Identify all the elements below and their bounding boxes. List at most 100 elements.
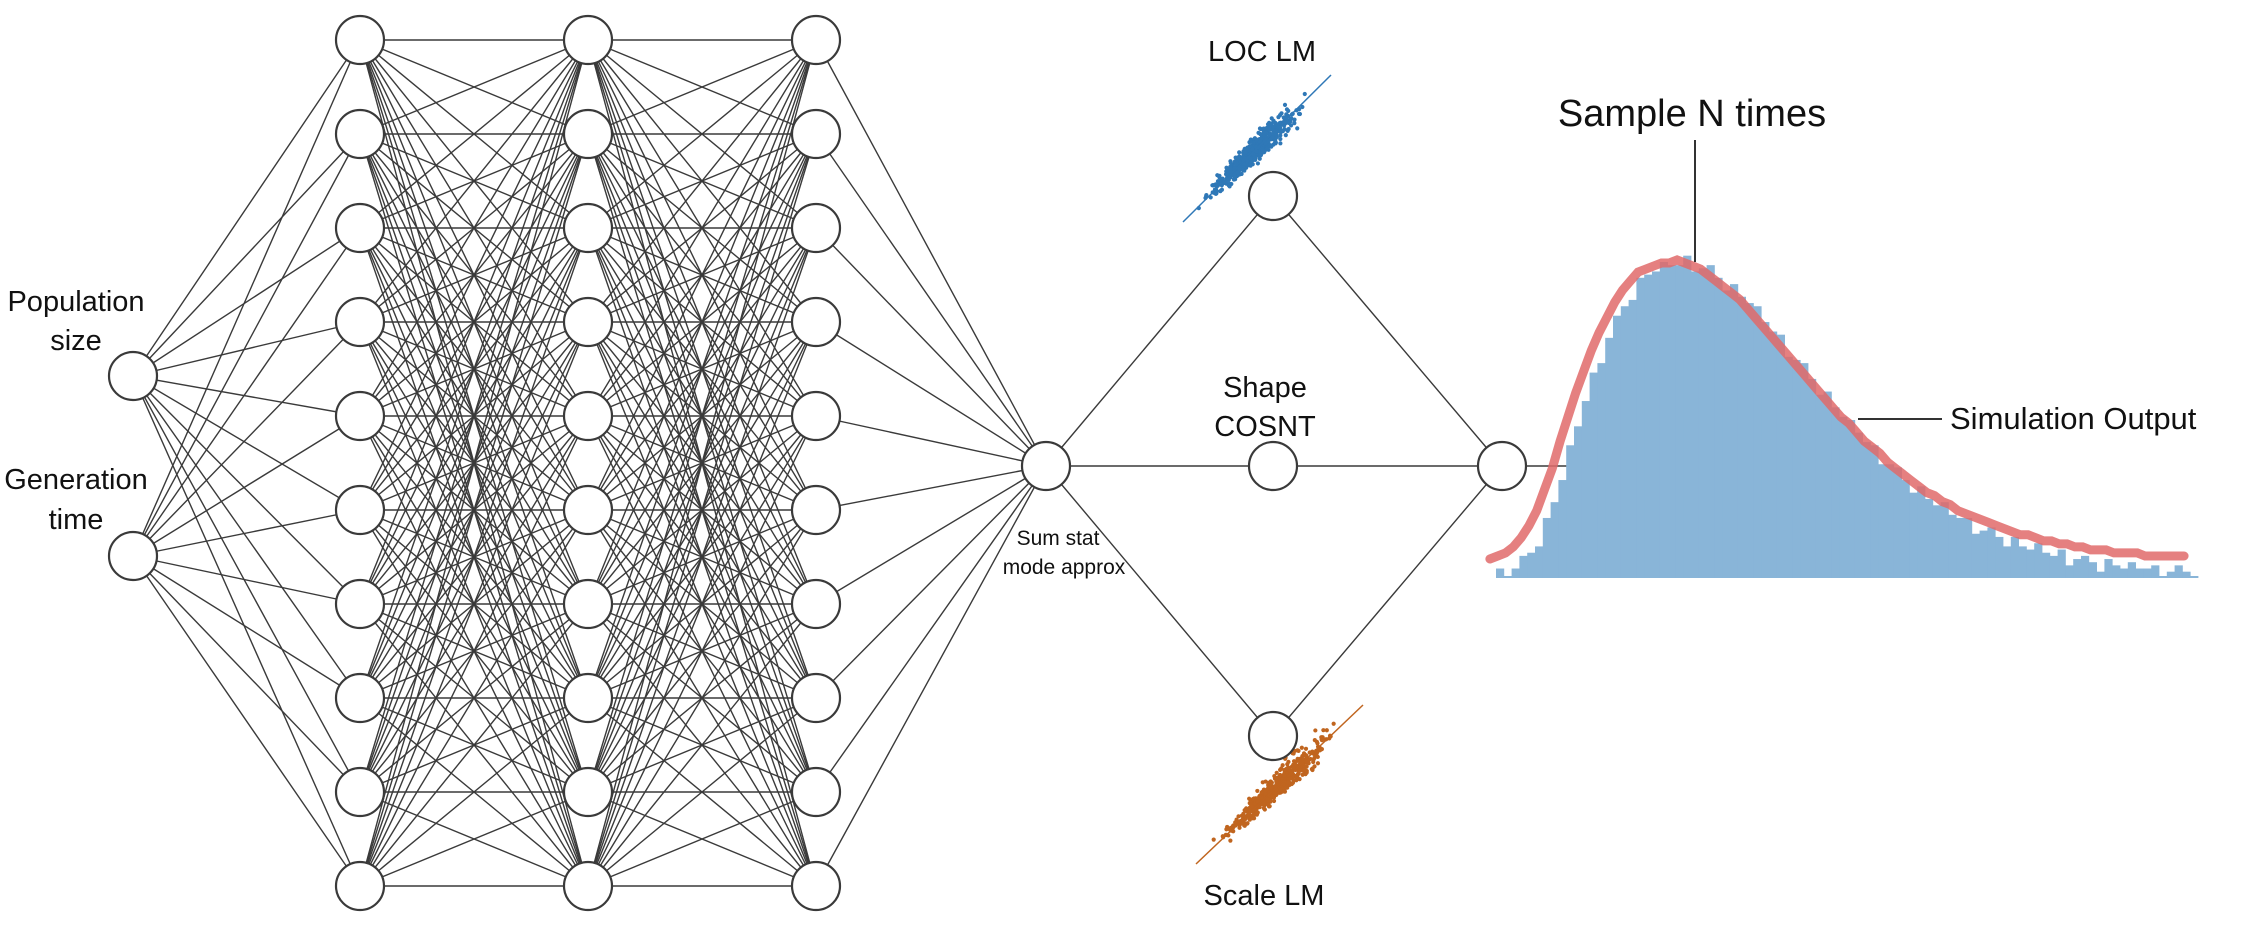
hidden-node-l3-6	[790, 484, 842, 536]
scatter-point	[1236, 156, 1241, 161]
scatter-point	[1255, 161, 1261, 166]
histogram-bar	[1823, 391, 1832, 578]
network-edge	[132, 39, 361, 557]
network-edge	[132, 415, 361, 557]
scatter-point	[1228, 838, 1233, 843]
scatter-point	[1237, 825, 1242, 830]
network-edge	[815, 465, 1047, 793]
scatter-point	[1242, 808, 1247, 813]
scale-lm-node	[1247, 710, 1299, 762]
histogram-bar	[1652, 271, 1661, 578]
histogram-bar	[1878, 464, 1887, 578]
scatter-point	[1226, 177, 1231, 183]
scatter-point	[1237, 167, 1242, 172]
scatter-point	[1215, 173, 1220, 178]
network-edge	[359, 39, 589, 417]
network-edge	[587, 39, 817, 229]
scatter-point	[1233, 820, 1238, 825]
hidden-node-l3-2	[790, 108, 842, 160]
histogram-bar	[1620, 306, 1629, 578]
population-label-line2: size	[50, 325, 102, 357]
scatter-point	[1257, 793, 1262, 799]
histogram-bar	[1737, 296, 1746, 578]
histogram-bar	[1589, 372, 1598, 578]
histogram-bar	[1893, 467, 1902, 578]
scatter-point	[1247, 144, 1253, 149]
histogram-bar	[1956, 517, 1965, 578]
scatter-point	[1296, 111, 1302, 116]
scatter-point	[1228, 161, 1233, 166]
hidden-node-l1-3	[334, 202, 386, 254]
histogram-bar	[1730, 284, 1739, 578]
network-edge	[132, 227, 361, 557]
hidden-node-l3-5	[790, 390, 842, 442]
loc-lm-node	[1247, 170, 1299, 222]
scatter-point	[1268, 782, 1274, 787]
network-edge	[587, 39, 817, 793]
scatter-point	[1268, 122, 1274, 127]
histogram-bar	[2182, 571, 2191, 578]
scatter-point	[1235, 170, 1240, 175]
histogram-bar	[2042, 552, 2051, 578]
histogram-bar	[1667, 265, 1676, 578]
hidden-node-l2-3	[562, 202, 614, 254]
scatter-point	[1261, 805, 1266, 811]
output-node	[1476, 440, 1528, 492]
network-edge	[359, 321, 589, 887]
scatter-point	[1321, 728, 1326, 733]
scatter-point	[1286, 108, 1291, 113]
scatter-point	[1265, 786, 1270, 792]
histogram-bar	[2088, 562, 2097, 578]
scatter-point	[1272, 774, 1277, 779]
scatter-point	[1257, 156, 1262, 161]
network-edge	[132, 227, 361, 377]
histogram-bar	[1698, 268, 1707, 578]
histogram-bar	[2057, 549, 2066, 578]
hidden-node-l1-8	[334, 672, 386, 724]
scatter-point	[1232, 173, 1237, 178]
network-edge	[359, 227, 589, 887]
network-edge	[359, 509, 589, 887]
scatter-point	[1279, 766, 1284, 771]
network-edge	[587, 39, 817, 323]
scale-label: Scale LM	[1204, 880, 1325, 912]
scatter-point	[1273, 137, 1278, 142]
scatter-point	[1278, 133, 1283, 138]
network-edge	[132, 133, 361, 557]
scatter-point	[1300, 104, 1305, 110]
scatter-point	[1270, 794, 1275, 799]
scatter-point	[1283, 133, 1288, 138]
network-edge	[815, 465, 1047, 887]
histogram-bar	[2159, 576, 2168, 578]
generation-label-line2: time	[49, 504, 104, 536]
scatter-point	[1260, 147, 1266, 153]
histogram-bar	[2049, 555, 2058, 578]
network-edge	[359, 39, 589, 699]
histogram-bar	[1847, 420, 1856, 578]
network-edge	[587, 39, 817, 887]
scatter-point	[1248, 139, 1253, 144]
scatter-point	[1282, 123, 1287, 128]
scatter-point	[1317, 748, 1323, 753]
regression-line	[1195, 704, 1364, 865]
histogram-bar	[2190, 576, 2199, 578]
scatter-point	[1218, 177, 1223, 182]
network-nodes	[107, 14, 1528, 912]
scatter-point	[1266, 802, 1271, 807]
network-edge	[132, 509, 361, 557]
scatter-point	[1278, 136, 1283, 142]
scatter-point	[1250, 147, 1255, 152]
network-edge	[132, 375, 361, 605]
network-edge	[132, 375, 361, 887]
histogram-bar	[1535, 546, 1544, 578]
histogram-bar	[1761, 322, 1770, 578]
scatter-point	[1278, 772, 1283, 778]
scatter-point	[1324, 728, 1329, 733]
histogram-bar	[1496, 568, 1505, 578]
histogram-bar	[2127, 562, 2136, 578]
scatter-point	[1248, 163, 1253, 168]
scatter-point	[1291, 751, 1296, 756]
histogram-bar	[1870, 445, 1879, 578]
histogram-bar	[1940, 502, 1949, 578]
